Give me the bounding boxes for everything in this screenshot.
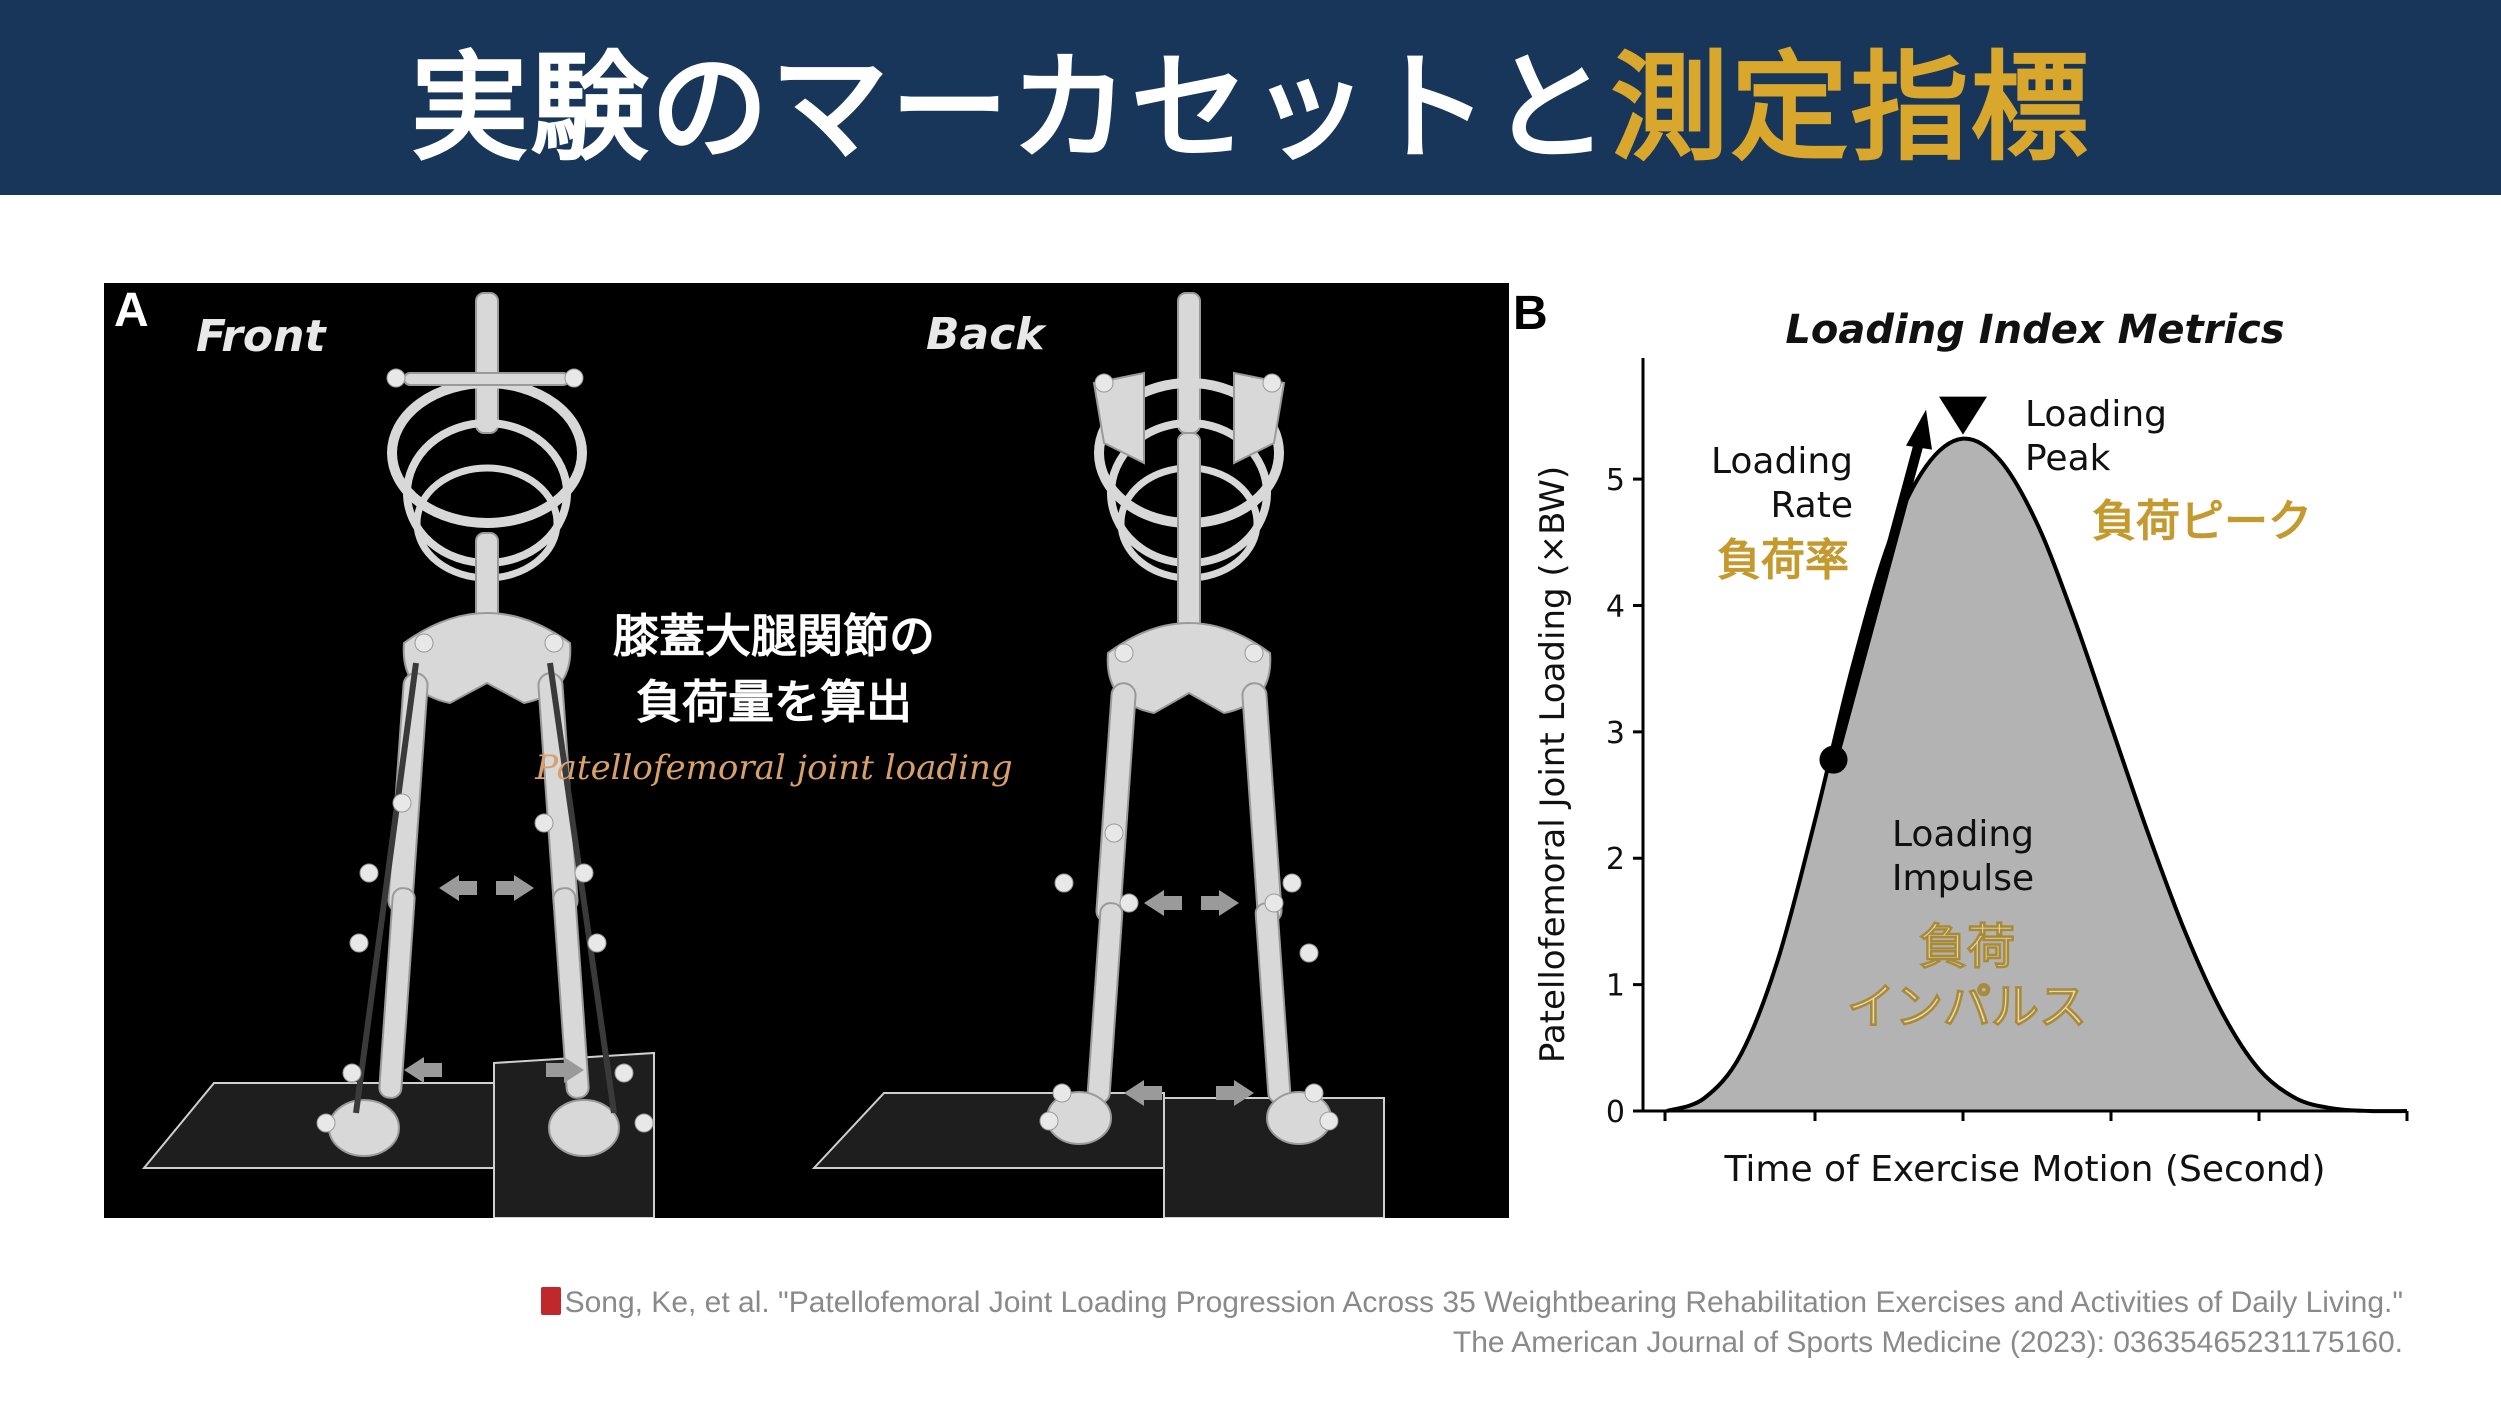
book-icon xyxy=(540,1287,561,1315)
panel-a-skeleton-models: A Front Back 膝蓋大腿関節の 負荷量を算出 Patellofemor… xyxy=(104,283,1509,1218)
y-tick-label: 0 xyxy=(1606,1095,1625,1130)
back-skeleton xyxy=(1046,292,1332,1145)
loading-impulse-jp-line1: 負荷 xyxy=(1919,919,2015,975)
loading-rate-jp-label: 負荷率 xyxy=(1717,535,1849,586)
loading-peak-marker xyxy=(1939,396,1987,435)
loading-rate-label-line1: Loading xyxy=(1711,441,1853,482)
center-caption-line1: 膝蓋大腿関節の xyxy=(613,609,935,663)
loading-peak-label-line1: Loading xyxy=(2025,394,2167,435)
y-tick-label: 3 xyxy=(1606,716,1625,751)
loading-impulse-jp-line2: インパルス xyxy=(1847,979,2087,1035)
knee-direction-arrows xyxy=(404,875,1254,1106)
loading-rate-start-point xyxy=(1819,745,1848,774)
loading-peak-label-line2: Peak xyxy=(2025,438,2111,479)
slide-title-main: 実験のマーカセットと xyxy=(410,39,1611,177)
center-caption-en: Patellofemoral joint loading xyxy=(535,748,1013,788)
citation: Song, Ke, et al. "Patellofemoral Joint L… xyxy=(540,1283,2403,1363)
title-banner: 実験のマーカセットと測定指標 xyxy=(0,0,2501,195)
loading-impulse-label-line2: Impulse xyxy=(1892,858,2034,899)
loading-rate-label-line2: Rate xyxy=(1770,485,1853,526)
chart-title: Loading Index Metrics xyxy=(1785,307,2284,353)
x-axis-label: Time of Exercise Motion (Second) xyxy=(1724,1149,2326,1190)
panel-a-letter: A xyxy=(114,284,149,337)
loading-rate-arrowhead xyxy=(1906,409,1932,450)
y-axis-label: Patellofemoral Joint Loading (×BW) xyxy=(1533,466,1573,1063)
center-caption-line2: 負荷量を算出 xyxy=(636,675,912,729)
center-caption-jp: 膝蓋大腿関節の 負荷量を算出 xyxy=(524,603,1024,735)
front-skeleton xyxy=(328,292,620,1157)
y-tick-label: 2 xyxy=(1606,842,1625,877)
citation-line1: Song, Ke, et al. "Patellofemoral Joint L… xyxy=(540,1283,2403,1323)
loading-curve xyxy=(1666,436,2408,1114)
loading-impulse-label-line1: Loading xyxy=(1892,814,2034,855)
slide-title-accent: 測定指標 xyxy=(1610,39,2091,177)
front-muscle-lines xyxy=(353,662,617,1114)
y-tick-label: 5 xyxy=(1606,463,1625,498)
loading-rate-arrow-line xyxy=(1828,430,1927,761)
skeleton-illustration xyxy=(141,292,1385,1218)
y-tick-label: 4 xyxy=(1606,589,1625,624)
front-view-label: Front xyxy=(196,311,326,362)
loading-peak-jp-label: 負荷ピーク xyxy=(2092,496,2312,547)
slide-title: 実験のマーカセットと測定指標 xyxy=(410,12,2090,183)
citation-line1-text: Song, Ke, et al. "Patellofemoral Joint L… xyxy=(564,1286,2403,1319)
back-view-label: Back xyxy=(926,309,1045,360)
y-tick-label: 1 xyxy=(1606,969,1625,1004)
panel-b-letter: B xyxy=(1513,287,1548,340)
citation-line2: The American Journal of Sports Medicine … xyxy=(1452,1326,2403,1359)
loading-area-fill xyxy=(1667,438,2407,1112)
